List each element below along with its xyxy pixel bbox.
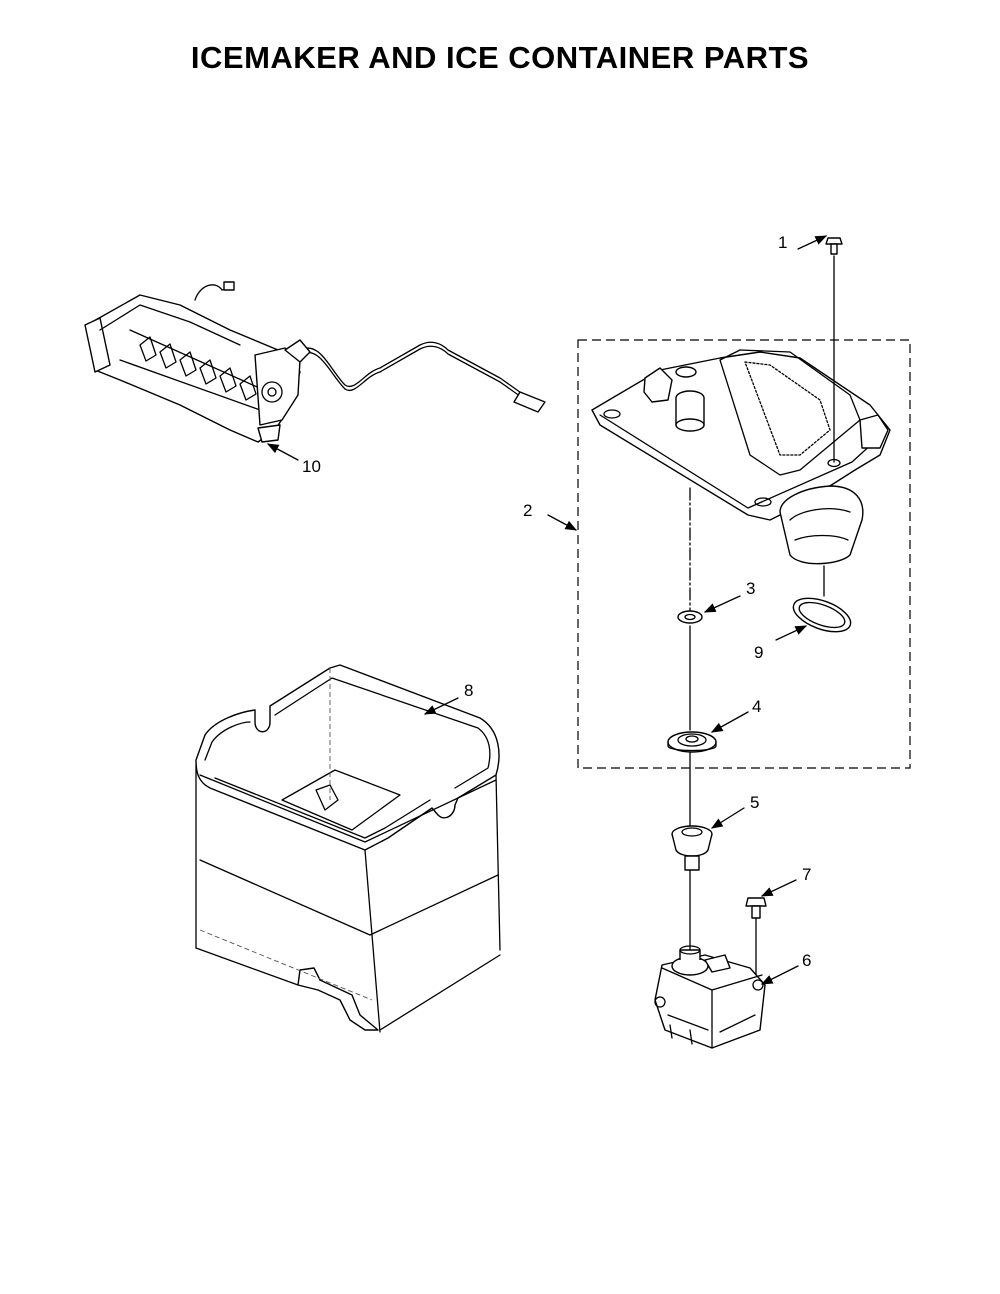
leader-6: [760, 965, 799, 985]
page-title: ICEMAKER AND ICE CONTAINER PARTS: [190, 40, 810, 75]
callout-3: 3: [746, 579, 755, 598]
coupler-part-5[interactable]: [671, 825, 713, 871]
callout-4: 4: [752, 697, 761, 716]
ice-container-part-8[interactable]: [195, 664, 501, 1033]
washer-part-3[interactable]: [677, 610, 703, 624]
callout-9: 9: [754, 643, 763, 662]
auger-housing[interactable]: [591, 349, 891, 565]
screw-part-7[interactable]: [745, 897, 767, 919]
bearing-part-4[interactable]: [667, 731, 717, 753]
callout-2: 2: [523, 501, 532, 520]
callout-8: 8: [464, 681, 473, 700]
assembly-boundary-box: [577, 339, 911, 769]
callout-6: 6: [802, 951, 811, 970]
leader-1: [797, 235, 828, 250]
callout-1: 1: [778, 233, 787, 252]
leader-8: [423, 697, 459, 715]
leader-7: [760, 879, 797, 897]
leader-3: [703, 595, 741, 613]
callout-7: 7: [802, 865, 811, 884]
leader-9: [775, 625, 808, 641]
leader-5: [711, 807, 745, 829]
auger-motor-part-6[interactable]: [654, 945, 766, 1049]
leader-10: [266, 443, 299, 461]
leader-4: [710, 711, 749, 733]
leader-2: [547, 514, 578, 531]
screw-part-1[interactable]: [825, 237, 843, 255]
callout-10: 10: [302, 457, 321, 476]
icemaker-assembly[interactable]: [84, 281, 546, 443]
callout-5: 5: [750, 793, 759, 812]
gasket-part-9[interactable]: [789, 592, 855, 639]
